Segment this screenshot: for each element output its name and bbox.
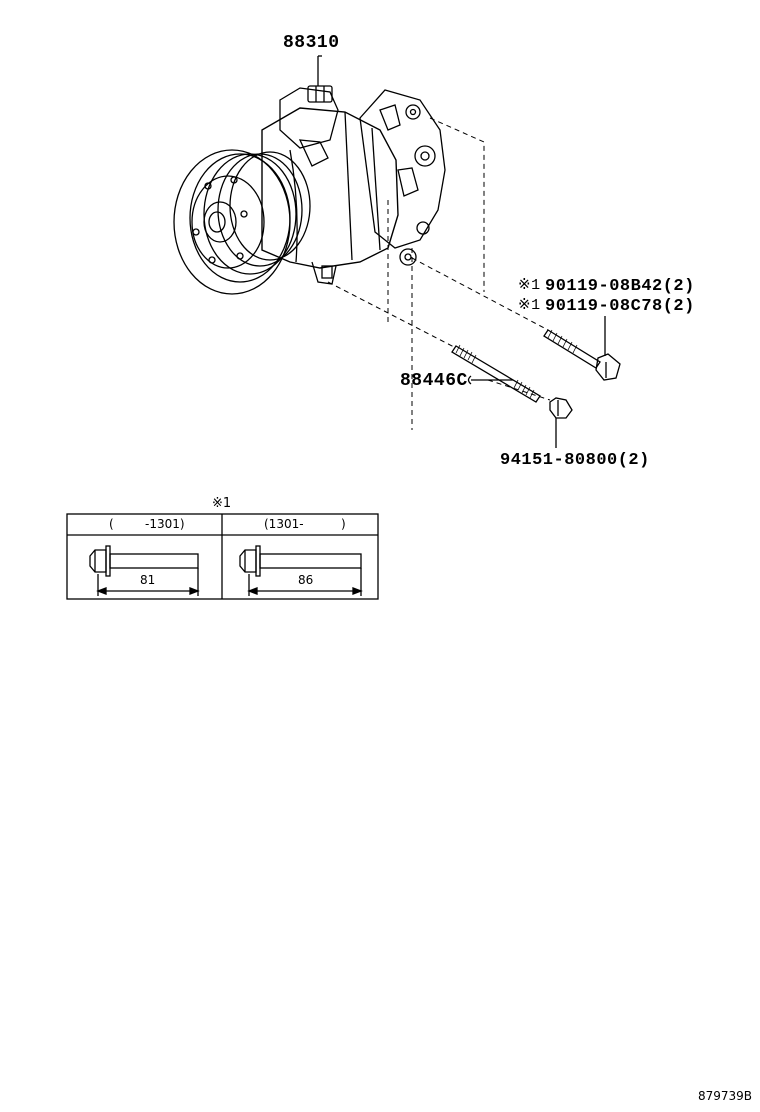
bolt-length-table — [66, 513, 379, 600]
compressor-illustration — [173, 55, 446, 295]
nut-part-number: 94151-80800(2) — [500, 451, 650, 470]
bolt-a-part-number: 90119-08B42(2) — [545, 277, 695, 296]
col1-header-open: ( — [109, 517, 114, 531]
bolt-b-part-number: 90119-08C78(2) — [545, 297, 695, 316]
col2-header-close: ) — [341, 517, 346, 531]
table-note-mark: ※1 — [212, 496, 232, 511]
bolt-sketch-short — [89, 545, 200, 596]
compressor-part-number: 88310 — [283, 33, 340, 53]
flange-bolt-illustration — [543, 316, 621, 381]
stud-bolt-part-number: 88446C — [400, 371, 468, 391]
col2-bolt-length: 86 — [298, 573, 314, 587]
bolt-b-note-mark: ※1 — [518, 297, 541, 314]
assembly-dashed-lines — [327, 117, 551, 430]
nut-illustration — [549, 397, 573, 448]
diagram-code: 879739B — [698, 1089, 753, 1103]
bolt-sketch-long — [239, 545, 363, 596]
stud-bolt-illustration — [451, 344, 541, 403]
col1-bolt-length: 81 — [140, 573, 156, 587]
col1-header-range: -1301) — [145, 517, 185, 531]
col2-header-range: (1301- — [264, 517, 304, 531]
bolt-a-note-mark: ※1 — [518, 277, 541, 294]
